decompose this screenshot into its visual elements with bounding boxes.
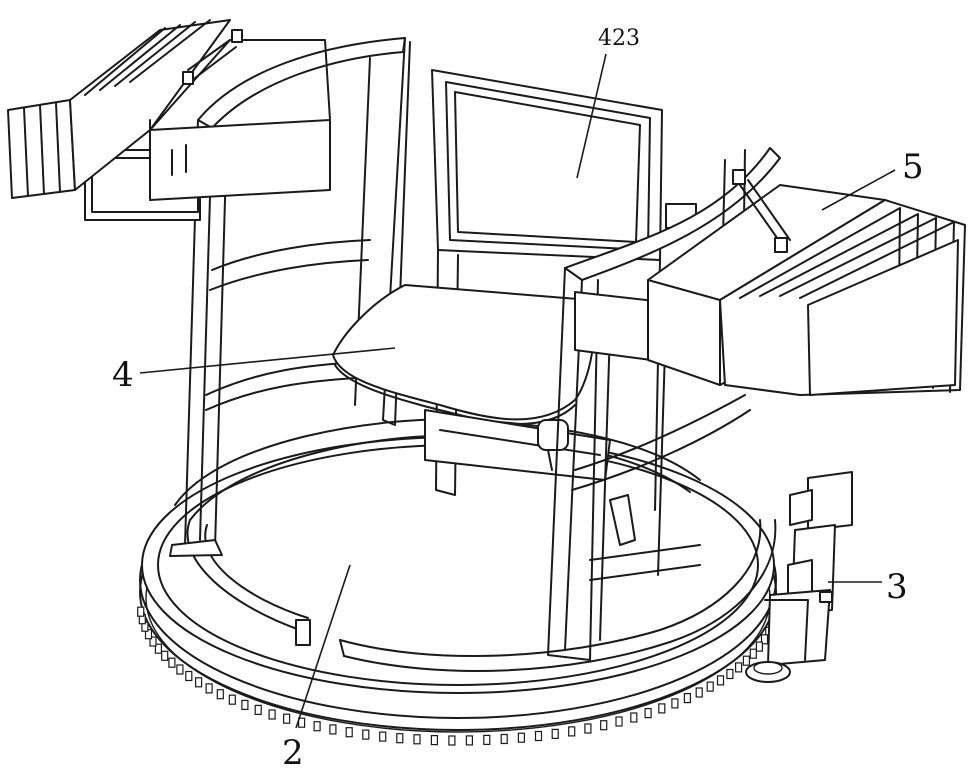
gear-tooth bbox=[718, 676, 724, 685]
label-4: 4 bbox=[112, 355, 134, 395]
turntable-base bbox=[138, 419, 779, 745]
gear-tooth bbox=[431, 736, 437, 745]
gear-tooth bbox=[449, 736, 455, 745]
gear-tooth bbox=[585, 724, 591, 733]
gear-tooth bbox=[616, 717, 622, 726]
gear-tooth bbox=[269, 710, 275, 719]
gear-tooth bbox=[363, 730, 369, 739]
gear-tooth bbox=[330, 725, 336, 734]
gear-tooth bbox=[601, 721, 607, 730]
label-5: 5 bbox=[902, 147, 924, 187]
gear-tooth bbox=[346, 728, 352, 737]
gear-tooth bbox=[196, 678, 202, 687]
gear-tooth bbox=[229, 695, 235, 704]
gear-tooth bbox=[466, 736, 472, 745]
gear-tooth bbox=[518, 733, 524, 742]
gear-tooth bbox=[380, 732, 386, 741]
gear-tooth bbox=[138, 607, 144, 616]
gear-tooth bbox=[162, 651, 168, 660]
gear-tooth bbox=[284, 714, 290, 723]
gear-tooth bbox=[645, 709, 651, 718]
gear-tooth bbox=[501, 735, 507, 744]
gear-tooth bbox=[314, 722, 320, 731]
gear-tooth bbox=[736, 663, 742, 672]
gear-tooth bbox=[756, 642, 762, 651]
gear-tooth bbox=[397, 734, 403, 743]
label-2: 2 bbox=[282, 733, 304, 771]
gear-tooth bbox=[684, 694, 690, 703]
gear-tooth bbox=[255, 705, 261, 714]
gear-tooth bbox=[217, 690, 223, 699]
gear-tooth bbox=[569, 727, 575, 736]
gear-tooth bbox=[696, 688, 702, 697]
gear-tooth bbox=[536, 732, 542, 741]
label-423: 423 bbox=[598, 26, 640, 51]
gear-tooth bbox=[631, 713, 637, 722]
gear-tooth bbox=[552, 729, 558, 738]
gear-tooth bbox=[206, 684, 212, 693]
gear-tooth bbox=[672, 699, 678, 708]
label-3: 3 bbox=[886, 567, 908, 607]
gear-tooth bbox=[177, 665, 183, 674]
gear-tooth bbox=[743, 656, 749, 665]
gear-tooth bbox=[169, 658, 175, 667]
gear-tooth bbox=[727, 670, 733, 679]
gear-tooth bbox=[242, 700, 248, 709]
gear-tooth bbox=[484, 735, 490, 744]
gear-tooth bbox=[707, 682, 713, 691]
gear-tooth bbox=[186, 672, 192, 681]
gear-tooth bbox=[750, 649, 756, 658]
gear-tooth bbox=[659, 704, 665, 713]
left-bellows-unit bbox=[8, 20, 330, 220]
gear-tooth bbox=[414, 735, 420, 744]
